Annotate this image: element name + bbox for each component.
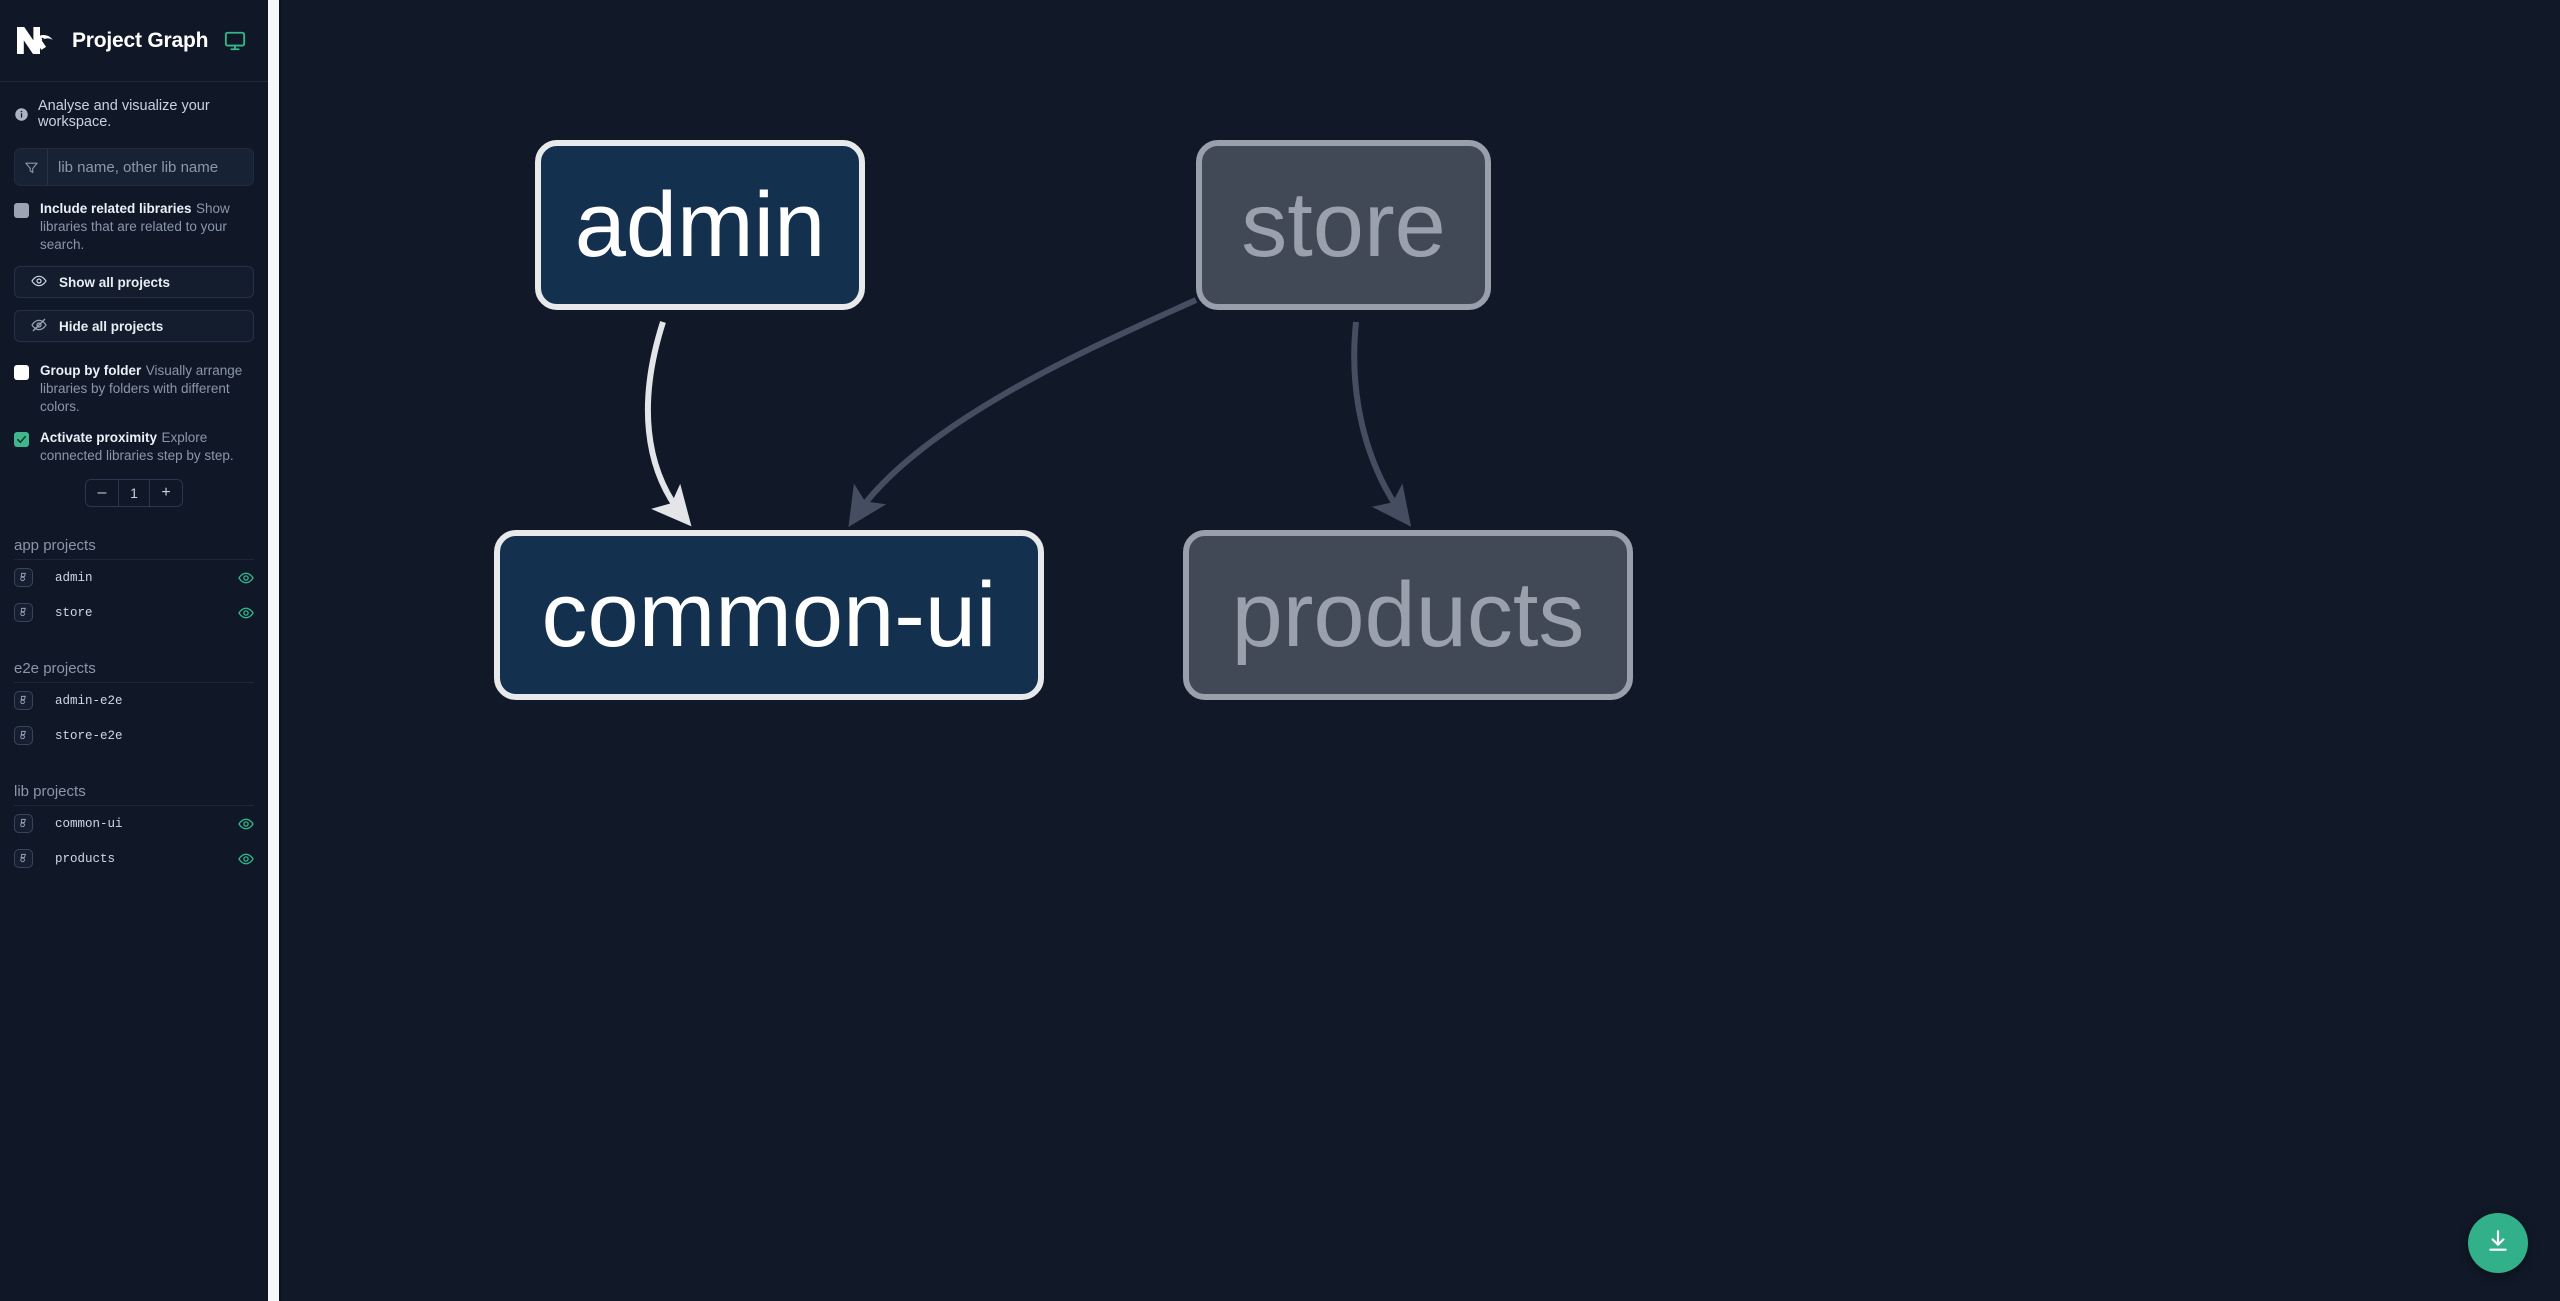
project-icon	[14, 814, 33, 833]
page-title: Project Graph	[72, 28, 209, 52]
include-related-checkbox[interactable]	[14, 203, 29, 218]
project-icon	[14, 726, 33, 745]
graph-node-label: admin	[574, 174, 826, 276]
monitor-icon[interactable]	[224, 30, 246, 52]
info-icon	[14, 107, 29, 122]
project-icon	[14, 568, 33, 587]
activate-proximity-checkbox[interactable]	[14, 432, 29, 447]
project-row-common-ui[interactable]: common-ui	[14, 806, 254, 841]
option-include-related[interactable]: Include related libraries Show libraries…	[14, 200, 254, 254]
download-icon	[2485, 1228, 2511, 1259]
activate-proximity-label: Activate proximity	[40, 430, 158, 445]
group-label-e2e-projects: e2e projects	[14, 660, 254, 683]
toggle-visibility-icon[interactable]	[238, 816, 254, 832]
group-label-lib-projects: lib projects	[14, 783, 254, 806]
graph-node-admin[interactable]: admin	[535, 140, 865, 310]
edge-store-to-common-ui	[848, 297, 1198, 528]
workspace-subtitle: Analyse and visualize your workspace.	[38, 98, 210, 130]
graph-node-label: store	[1241, 174, 1446, 276]
toggle-visibility-icon[interactable]	[238, 851, 254, 867]
project-row-store-e2e[interactable]: store-e2e	[14, 718, 254, 753]
workspace-subtitle-row: Analyse and visualize your workspace.	[0, 82, 268, 130]
project-name: store-e2e	[55, 728, 123, 743]
search-input[interactable]	[48, 149, 253, 185]
graph-canvas[interactable]: admin store common-ui products	[268, 0, 2560, 1301]
filter-icon	[15, 149, 48, 185]
graph-node-store[interactable]: store	[1196, 140, 1491, 310]
project-row-store[interactable]: store	[14, 595, 254, 630]
project-name: products	[55, 851, 116, 866]
project-name: admin	[55, 570, 93, 585]
project-name: admin-e2e	[55, 693, 123, 708]
proximity-decrement-button[interactable]: –	[86, 480, 118, 506]
proximity-increment-button[interactable]: +	[150, 480, 182, 506]
sidebar-header: Project Graph	[0, 0, 268, 82]
option-group-by-folder[interactable]: Group by folder Visually arrange librari…	[14, 362, 254, 416]
graph-node-label: products	[1231, 564, 1585, 666]
project-row-admin[interactable]: admin	[14, 560, 254, 595]
edge-admin-to-common-ui	[644, 321, 692, 527]
sidebar-body: Include related libraries Show libraries…	[0, 148, 268, 876]
eye-off-icon	[31, 317, 47, 336]
nx-logo-icon	[14, 23, 58, 59]
graph-node-products[interactable]: products	[1183, 530, 1633, 700]
sidebar-scrollbar[interactable]	[268, 0, 279, 1301]
eye-icon	[31, 273, 47, 292]
option-activate-proximity[interactable]: Activate proximity Explore connected lib…	[14, 429, 254, 465]
project-row-admin-e2e[interactable]: admin-e2e	[14, 683, 254, 718]
include-related-label: Include related libraries	[40, 201, 192, 216]
graph-node-common-ui[interactable]: common-ui	[494, 530, 1044, 700]
group-by-folder-checkbox[interactable]	[14, 365, 29, 380]
group-by-folder-label: Group by folder	[40, 363, 142, 378]
sidebar-divider	[279, 0, 281, 1301]
hide-all-projects-label: Hide all projects	[59, 318, 164, 334]
toggle-visibility-icon[interactable]	[238, 570, 254, 586]
search-field-wrapper[interactable]	[14, 148, 254, 186]
toggle-visibility-icon[interactable]	[238, 605, 254, 621]
activate-proximity-desc: Explore connected libraries step by step…	[40, 430, 234, 463]
group-by-folder-desc: Visually arrange libraries by folders wi…	[40, 363, 243, 414]
show-all-projects-label: Show all projects	[59, 274, 171, 290]
edge-store-to-products	[1351, 321, 1412, 527]
graph-node-label: common-ui	[541, 564, 997, 666]
project-icon	[14, 849, 33, 868]
include-related-desc: Show libraries that are related to your …	[40, 201, 230, 252]
graph-edges	[644, 297, 1412, 528]
project-name: store	[55, 605, 93, 620]
show-all-projects-button[interactable]: Show all projects	[14, 266, 254, 298]
download-button[interactable]	[2468, 1213, 2528, 1273]
project-icon	[14, 603, 33, 622]
group-label-app-projects: app projects	[14, 537, 254, 560]
project-name: common-ui	[55, 816, 123, 831]
project-icon	[14, 691, 33, 710]
project-row-products[interactable]: products	[14, 841, 254, 876]
hide-all-projects-button[interactable]: Hide all projects	[14, 310, 254, 342]
sidebar: Project Graph Analyse and visualize your…	[0, 0, 268, 1301]
proximity-value[interactable]: 1	[118, 480, 150, 506]
proximity-stepper[interactable]: – 1 +	[85, 479, 183, 507]
